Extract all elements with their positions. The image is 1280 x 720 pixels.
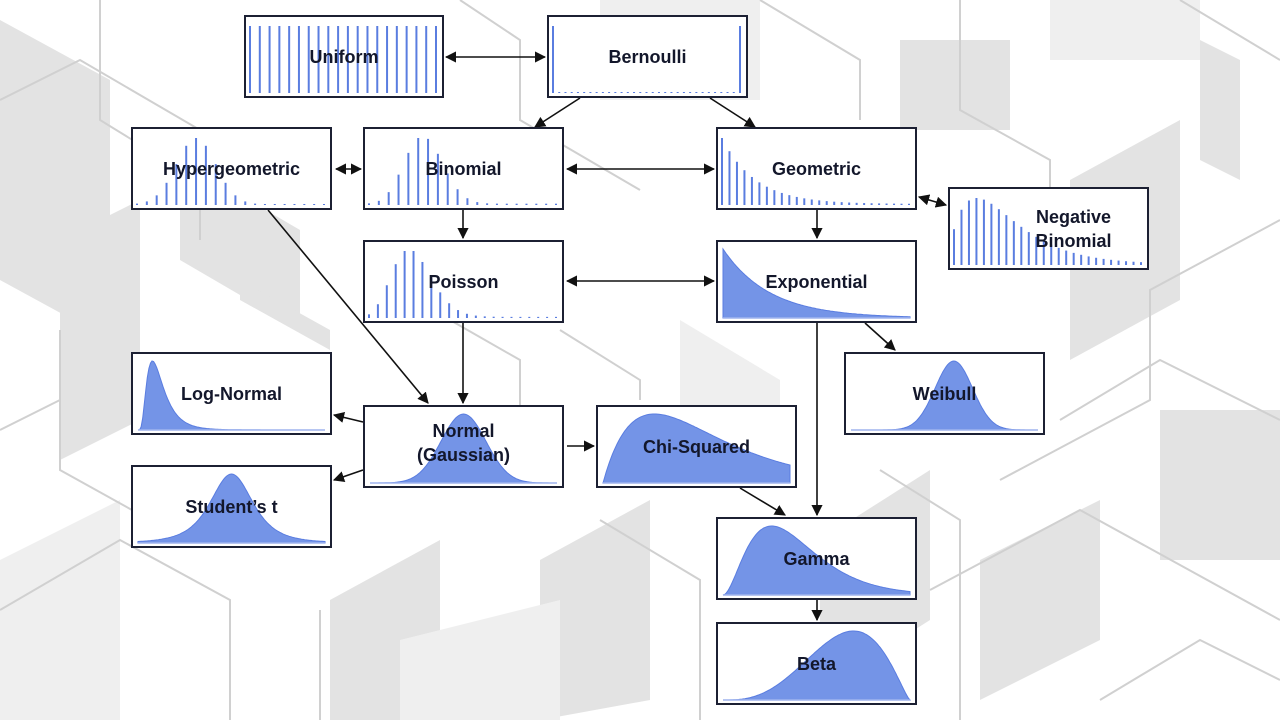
studentt-distribution-plot [137,473,326,544]
node-label: Chi-Squared [642,436,750,457]
node-label: Log-Normal [181,383,282,404]
node-label: Hypergeometric [162,158,301,179]
density-curve [602,413,791,484]
node-label: Gamma [783,548,850,569]
node-uniform: Uniform [244,15,444,98]
binomial-distribution-plot [368,138,557,205]
gamma-distribution-plot [722,525,911,596]
node-label: Geometric [771,158,862,179]
density-curve [723,630,912,701]
node-students-t: Student’s t [131,465,332,548]
node-exponential: Exponential [716,240,917,323]
node-label: Normal(Gaussian) [416,420,511,465]
weibull-distribution-plot [851,360,1038,431]
hypergeometric-distribution-plot [136,138,325,205]
chisquared-distribution-plot [602,413,791,484]
density-curve [722,247,911,319]
node-label: Beta [796,653,836,674]
exponential-distribution-plot [722,247,911,319]
density-curve [722,525,911,596]
node-label: Exponential [765,271,868,292]
lognormal-distribution-plot [137,360,325,431]
geometric-distribution-plot [721,138,910,205]
node-beta: Beta [716,622,917,705]
node-poisson: Poisson [363,240,564,323]
uniform-distribution-plot [249,26,437,93]
node-label: Bernoulli [608,46,687,67]
node-hypergeometric: Hypergeometric [131,127,332,210]
negbinomial-distribution-plot [953,198,1142,265]
node-bernoulli: Bernoulli [547,15,748,98]
node-label: Binomial [425,158,502,179]
density-curve [137,473,326,544]
bernoulli-distribution-plot [552,26,741,93]
node-label: Weibull [912,383,977,404]
density-curve [370,413,557,484]
normal-distribution-plot [370,413,557,484]
beta-distribution-plot [723,630,912,701]
node-weibull: Weibull [844,352,1045,435]
node-binomial: Binomial [363,127,564,210]
node-normal: Normal(Gaussian) [363,405,564,488]
node-chi-squared: Chi-Squared [596,405,797,488]
node-gamma: Gamma [716,517,917,600]
node-label: Poisson [428,271,499,292]
node-log-normal: Log-Normal [131,352,332,435]
node-geometric: Geometric [716,127,917,210]
node-label: Student’s t [185,496,278,517]
node-label: Uniform [309,46,379,67]
